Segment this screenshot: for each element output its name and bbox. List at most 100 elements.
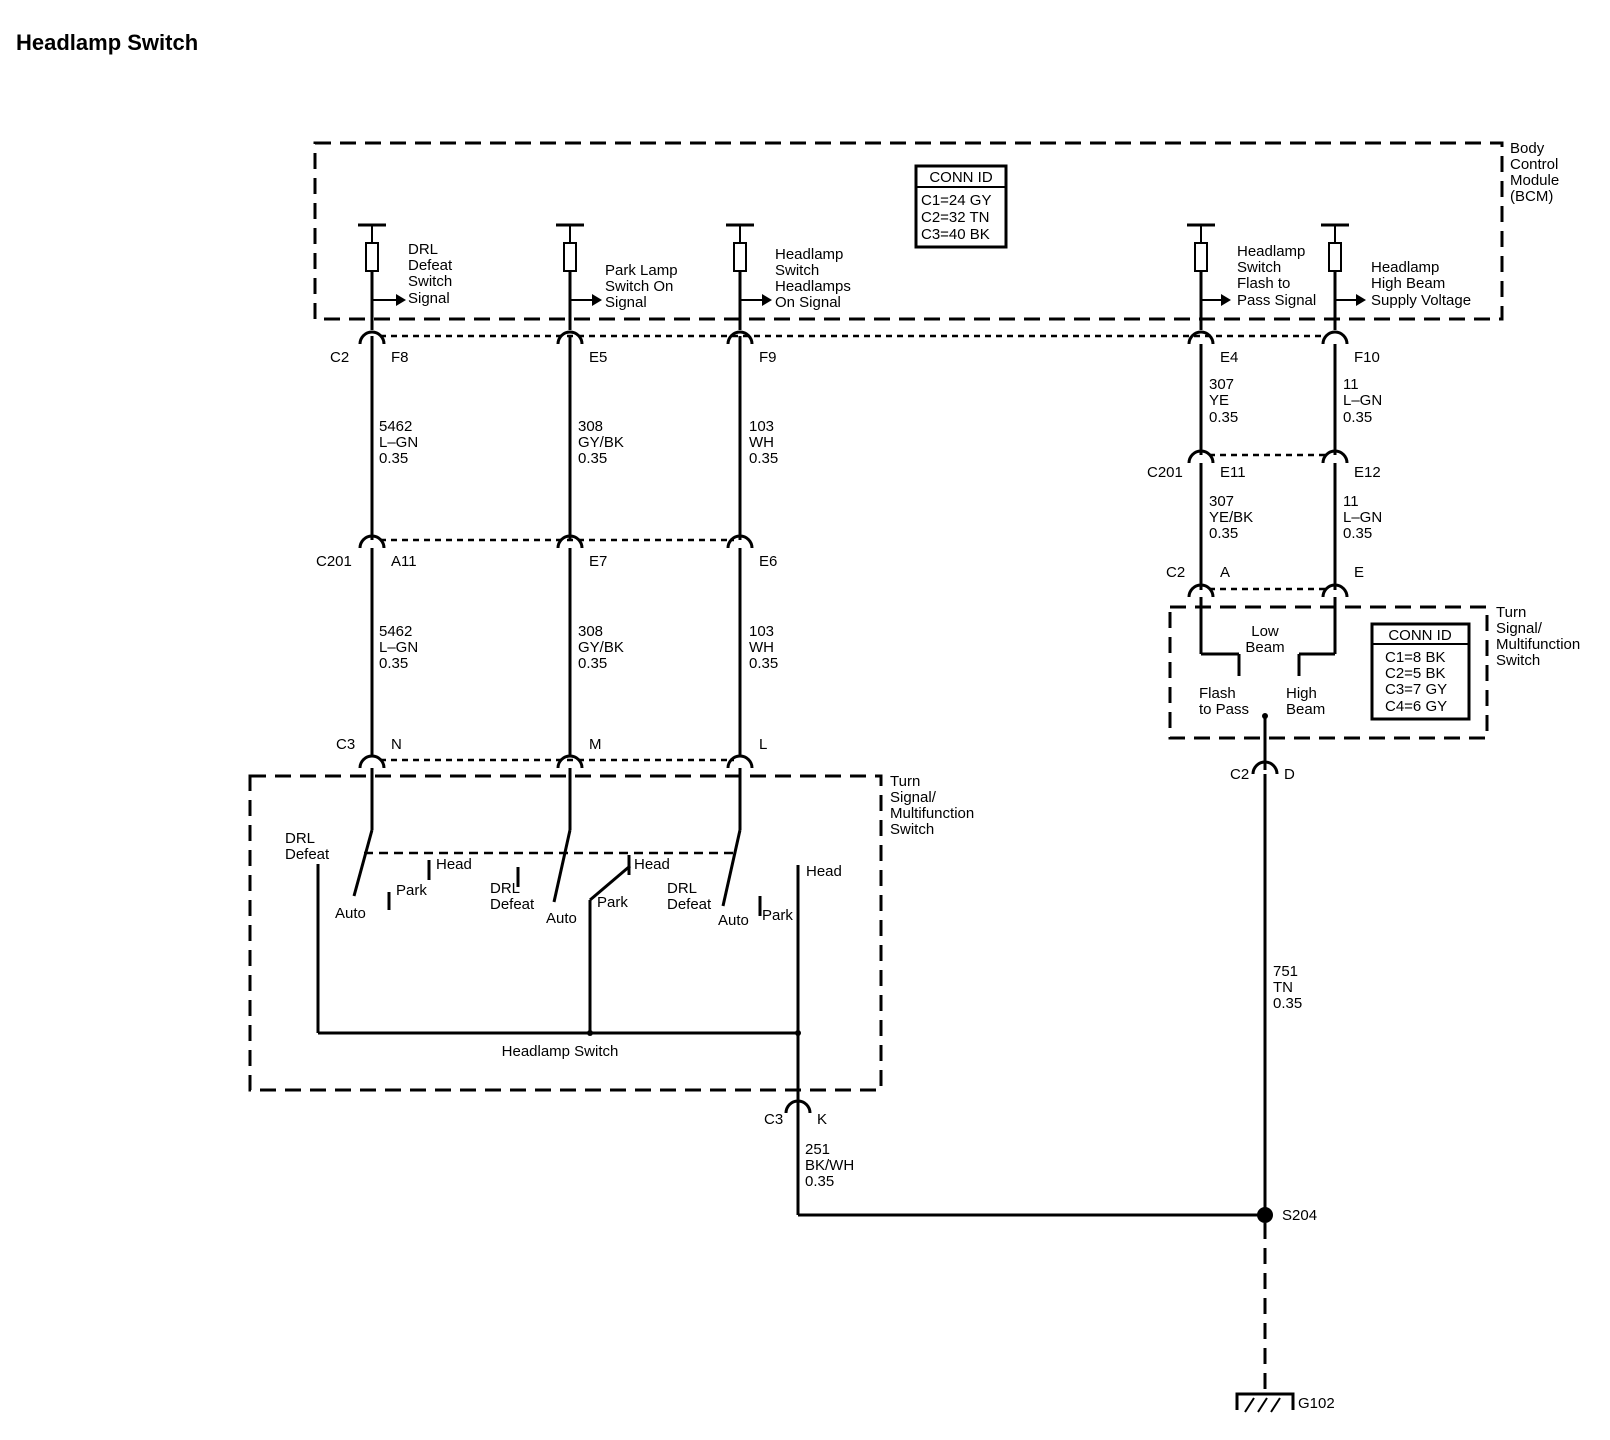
pin-label: F8	[391, 349, 409, 366]
svg-text:Signal: Signal	[605, 294, 647, 311]
svg-text:Headlamp: Headlamp	[1371, 259, 1439, 276]
svg-text:0.35: 0.35	[1343, 409, 1372, 426]
svg-text:0.35: 0.35	[578, 655, 607, 672]
pin-label: E5	[589, 349, 607, 366]
svg-text:L–GN: L–GN	[379, 639, 418, 656]
svg-text:Multifunction: Multifunction	[1496, 636, 1580, 653]
svg-text:Switch: Switch	[775, 262, 819, 279]
bcm-label: Body Control Module (BCM)	[1510, 140, 1559, 205]
wire-label-11: 11 L–GN 0.35	[1343, 376, 1382, 426]
svg-text:Park Lamp: Park Lamp	[605, 262, 678, 279]
svg-text:High Beam: High Beam	[1371, 275, 1445, 292]
bcm-signal-park-lamp: Park Lamp Switch On Signal	[556, 223, 678, 330]
svg-text:0.35: 0.35	[749, 655, 778, 672]
pin-label: L	[759, 736, 767, 753]
bcm-signal-flash-to-pass: Headlamp Switch Flash to Pass Signal	[1187, 223, 1316, 330]
label-park: Park	[597, 894, 628, 911]
label-drl-defeat: Defeat	[490, 896, 535, 913]
switch-right-conn-id-header: CONN ID	[1388, 627, 1452, 644]
svg-text:Body: Body	[1510, 140, 1545, 157]
wire-label-751: 751 TN 0.35	[1273, 963, 1302, 1012]
pin-label: F10	[1354, 349, 1380, 366]
svg-text:0.35: 0.35	[379, 450, 408, 467]
svg-text:Switch: Switch	[1496, 652, 1540, 669]
bcm-signal-headlamps-on: Headlamp Switch Headlamps On Signal	[726, 223, 851, 330]
svg-text:Switch: Switch	[890, 821, 934, 838]
svg-text:Headlamp: Headlamp	[1237, 243, 1305, 260]
svg-text:103: 103	[749, 623, 774, 640]
junction-dot	[587, 1030, 593, 1036]
svg-text:251: 251	[805, 1141, 830, 1158]
wire-label-307: 307 YE 0.35	[1209, 376, 1238, 426]
pin-label: E6	[759, 553, 777, 570]
bcm-conn-id-table: CONN ID C1=24 GY C2=32 TN C3=40 BK	[914, 164, 1008, 249]
c2-right-pins	[1187, 583, 1349, 598]
label-high-beam: High	[1286, 685, 1317, 702]
junction-dot	[795, 1030, 801, 1036]
svg-text:11: 11	[1343, 376, 1359, 393]
svg-text:751: 751	[1273, 963, 1298, 980]
switch-blade-3	[721, 829, 742, 907]
svg-text:5462: 5462	[379, 418, 412, 435]
bcm-c2-pins	[358, 330, 1349, 345]
label-drl-defeat: DRL	[285, 830, 315, 847]
svg-text:103: 103	[749, 418, 774, 435]
svg-text:11: 11	[1343, 493, 1359, 510]
headlamp-switch-label: Headlamp Switch	[502, 1043, 619, 1060]
connector-label-c2: C2	[1166, 564, 1185, 581]
svg-text:Flash to: Flash to	[1237, 275, 1290, 292]
label-auto: Auto	[718, 912, 749, 929]
bcm-conn-row: C1=24 GY	[921, 192, 991, 209]
svg-text:WH: WH	[749, 434, 774, 451]
connector-label-c3: C3	[764, 1111, 783, 1128]
c3-pins	[358, 754, 754, 769]
svg-text:0.35: 0.35	[1343, 525, 1372, 542]
svg-text:308: 308	[578, 623, 603, 640]
label-auto: Auto	[546, 910, 577, 927]
turn-signal-switch-right-label: Turn Signal/ Multifunction Switch	[1496, 604, 1580, 669]
pin-label: A	[1220, 564, 1230, 581]
turn-signal-switch-label: Turn Signal/ Multifunction Switch	[890, 773, 974, 838]
svg-text:Pass Signal: Pass Signal	[1237, 292, 1316, 309]
wire-label-103: 103 WH 0.35	[749, 418, 778, 467]
pin-label: E4	[1220, 349, 1238, 366]
svg-text:0.35: 0.35	[379, 655, 408, 672]
switch-blade-1	[352, 829, 374, 897]
svg-text:DRL: DRL	[408, 241, 438, 258]
svg-text:(BCM): (BCM)	[1510, 188, 1553, 205]
bcm-signal-high-beam-supply: Headlamp High Beam Supply Voltage	[1321, 223, 1471, 330]
c3-k-pin	[784, 1099, 812, 1114]
bcm-conn-row: C3=40 BK	[921, 226, 990, 243]
wire-label-308: 308 GY/BK 0.35	[578, 418, 624, 467]
switch-right-conn-row: C4=6 GY	[1385, 698, 1447, 715]
connector-label-c2: C2	[1230, 766, 1249, 783]
wire-label-307-lower: 307 YE/BK 0.35	[1209, 493, 1253, 542]
switch-right-conn-row: C1=8 BK	[1385, 649, 1445, 666]
svg-text:Turn: Turn	[1496, 604, 1526, 621]
svg-text:GY/BK: GY/BK	[578, 639, 624, 656]
pin-label: K	[817, 1111, 827, 1128]
label-head: Head	[436, 856, 472, 873]
label-high-beam: Beam	[1286, 701, 1325, 718]
svg-text:Signal: Signal	[408, 290, 450, 307]
bcm-conn-row: C2=32 TN	[921, 209, 990, 226]
switch-right-conn-row: C2=5 BK	[1385, 665, 1445, 682]
connector-label-c3: C3	[336, 736, 355, 753]
label-drl-defeat: DRL	[490, 880, 520, 897]
splice-label: S204	[1282, 1207, 1317, 1224]
svg-text:YE/BK: YE/BK	[1209, 509, 1253, 526]
svg-text:0.35: 0.35	[578, 450, 607, 467]
turn-signal-switch-outline	[248, 774, 883, 1092]
svg-text:L–GN: L–GN	[1343, 392, 1382, 409]
pin-label: D	[1284, 766, 1295, 783]
switch-blade-2	[552, 829, 572, 903]
splice-s204	[1257, 1207, 1273, 1223]
c201-left-pins	[358, 534, 754, 549]
svg-text:307: 307	[1209, 493, 1234, 510]
pin-label: N	[391, 736, 402, 753]
label-low-beam: Beam	[1245, 639, 1284, 656]
pin-label: E12	[1354, 464, 1381, 481]
label-head: Head	[634, 856, 670, 873]
svg-text:Switch: Switch	[1237, 259, 1281, 276]
wire-label-251: 251 BK/WH 0.35	[805, 1141, 854, 1190]
